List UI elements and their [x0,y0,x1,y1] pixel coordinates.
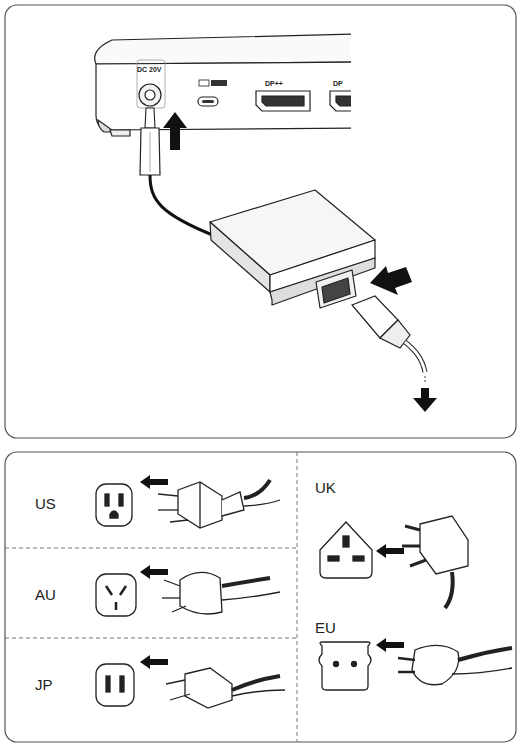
region-label: UK [315,480,336,495]
port-label: DP++ [265,80,283,87]
port-label: DC 20V [137,66,162,73]
region-label: US [35,496,56,511]
region-label: JP [35,677,53,692]
region-label: EU [315,620,336,635]
region-label: AU [35,587,56,602]
port-label: DP [333,80,343,87]
